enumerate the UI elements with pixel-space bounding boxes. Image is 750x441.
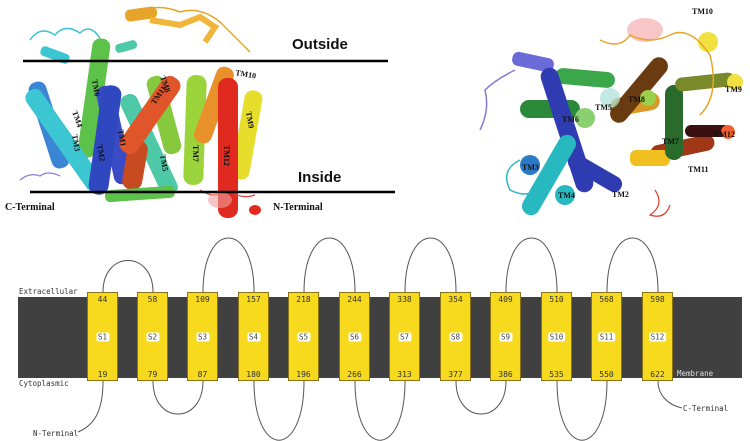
svg-text:TM9: TM9: [244, 111, 256, 129]
segment-label: S9: [498, 332, 513, 341]
segment-label: S7: [397, 332, 412, 341]
segment-end-residue: 535: [549, 370, 564, 379]
segment-start-residue: 510: [549, 295, 564, 304]
inside-label: Inside: [298, 169, 342, 186]
segment-end-residue: 386: [498, 370, 513, 379]
svg-text:TM8: TM8: [628, 95, 645, 104]
segment-label: S4: [246, 332, 261, 341]
svg-text:TM12: TM12: [222, 145, 231, 166]
svg-text:TM10: TM10: [692, 7, 713, 16]
segment-end-residue: 313: [397, 370, 412, 379]
segment-start-residue: 109: [195, 295, 210, 304]
segment-end-residue: 377: [448, 370, 463, 379]
protein-top-view-illustration: TM3 TM4 TM2 TM6 TM5 TM8 TM7 TM10 TM9 TM1…: [479, 7, 743, 217]
segment-start-residue: 354: [448, 295, 463, 304]
svg-text:TM2: TM2: [95, 144, 107, 162]
top-view-structure: TM3 TM4 TM2 TM6 TM5 TM8 TM7 TM10 TM9 TM1…: [460, 0, 750, 230]
svg-text:TM7: TM7: [191, 145, 200, 162]
cytoplasmic-label: Cytoplasmic: [19, 379, 69, 388]
segment-end-residue: 19: [97, 370, 108, 379]
segment-label: S8: [448, 332, 463, 341]
segment-end-residue: 266: [347, 370, 362, 379]
segment-start-residue: 244: [347, 295, 362, 304]
svg-text:TM12: TM12: [714, 130, 735, 139]
segment-end-residue: 550: [599, 370, 614, 379]
segment-label: S6: [347, 332, 362, 341]
svg-text:TM11: TM11: [688, 165, 708, 174]
segment-end-residue: 79: [147, 370, 158, 379]
segment-start-residue: 218: [296, 295, 311, 304]
segment-start-residue: 568: [599, 295, 614, 304]
segment-label: S3: [195, 332, 210, 341]
extracellular-label: Extracellular: [19, 287, 78, 296]
segment-label: S2: [145, 332, 160, 341]
segment-start-residue: 157: [246, 295, 261, 304]
svg-text:TM5: TM5: [595, 103, 612, 112]
helices-side: [25, 38, 263, 218]
svg-text:TM5: TM5: [158, 154, 170, 172]
svg-text:TM2: TM2: [612, 190, 629, 199]
membrane-label: Membrane: [677, 369, 714, 378]
segment-end-residue: 87: [197, 370, 208, 379]
n-terminal-label: N-Terminal: [273, 202, 323, 213]
tm3-top-label: TM3: [522, 163, 539, 172]
segment-label: S11: [597, 332, 616, 341]
segment-label: S1: [95, 332, 110, 341]
n-terminal-label-topology: N-Terminal: [33, 429, 79, 438]
segment-label: S10: [547, 332, 566, 341]
segment-start-residue: 58: [147, 295, 158, 304]
segment-end-residue: 196: [296, 370, 311, 379]
svg-text:TM6: TM6: [562, 115, 579, 124]
svg-text:TM4: TM4: [558, 191, 575, 200]
segment-start-residue: 338: [397, 295, 412, 304]
segment-end-residue: 622: [650, 370, 665, 379]
svg-text:TM10: TM10: [235, 68, 257, 80]
outside-label: Outside: [292, 36, 348, 53]
segment-end-residue: 180: [246, 370, 261, 379]
svg-text:TM3: TM3: [70, 134, 82, 152]
c-terminal-label-topology: C-Terminal: [683, 404, 729, 413]
protein-side-view-illustration: TM6 TM4 TM3 TM2 TM1 TM8 TM11 TM5 TM7 TM1…: [19, 6, 395, 218]
svg-text:TM1: TM1: [116, 129, 128, 147]
segment-label: S12: [648, 332, 667, 341]
segment-label: S5: [296, 332, 311, 341]
segment-start-residue: 44: [97, 295, 108, 304]
svg-text:TM6: TM6: [90, 79, 102, 97]
segment-start-residue: 598: [650, 295, 665, 304]
segment-start-residue: 409: [498, 295, 513, 304]
side-view-structure: TM6 TM4 TM3 TM2 TM1 TM8 TM11 TM5 TM7 TM1…: [0, 0, 400, 230]
c-terminal-label: C-Terminal: [5, 202, 55, 213]
svg-text:TM9: TM9: [725, 85, 742, 94]
svg-text:TM7: TM7: [662, 137, 679, 146]
